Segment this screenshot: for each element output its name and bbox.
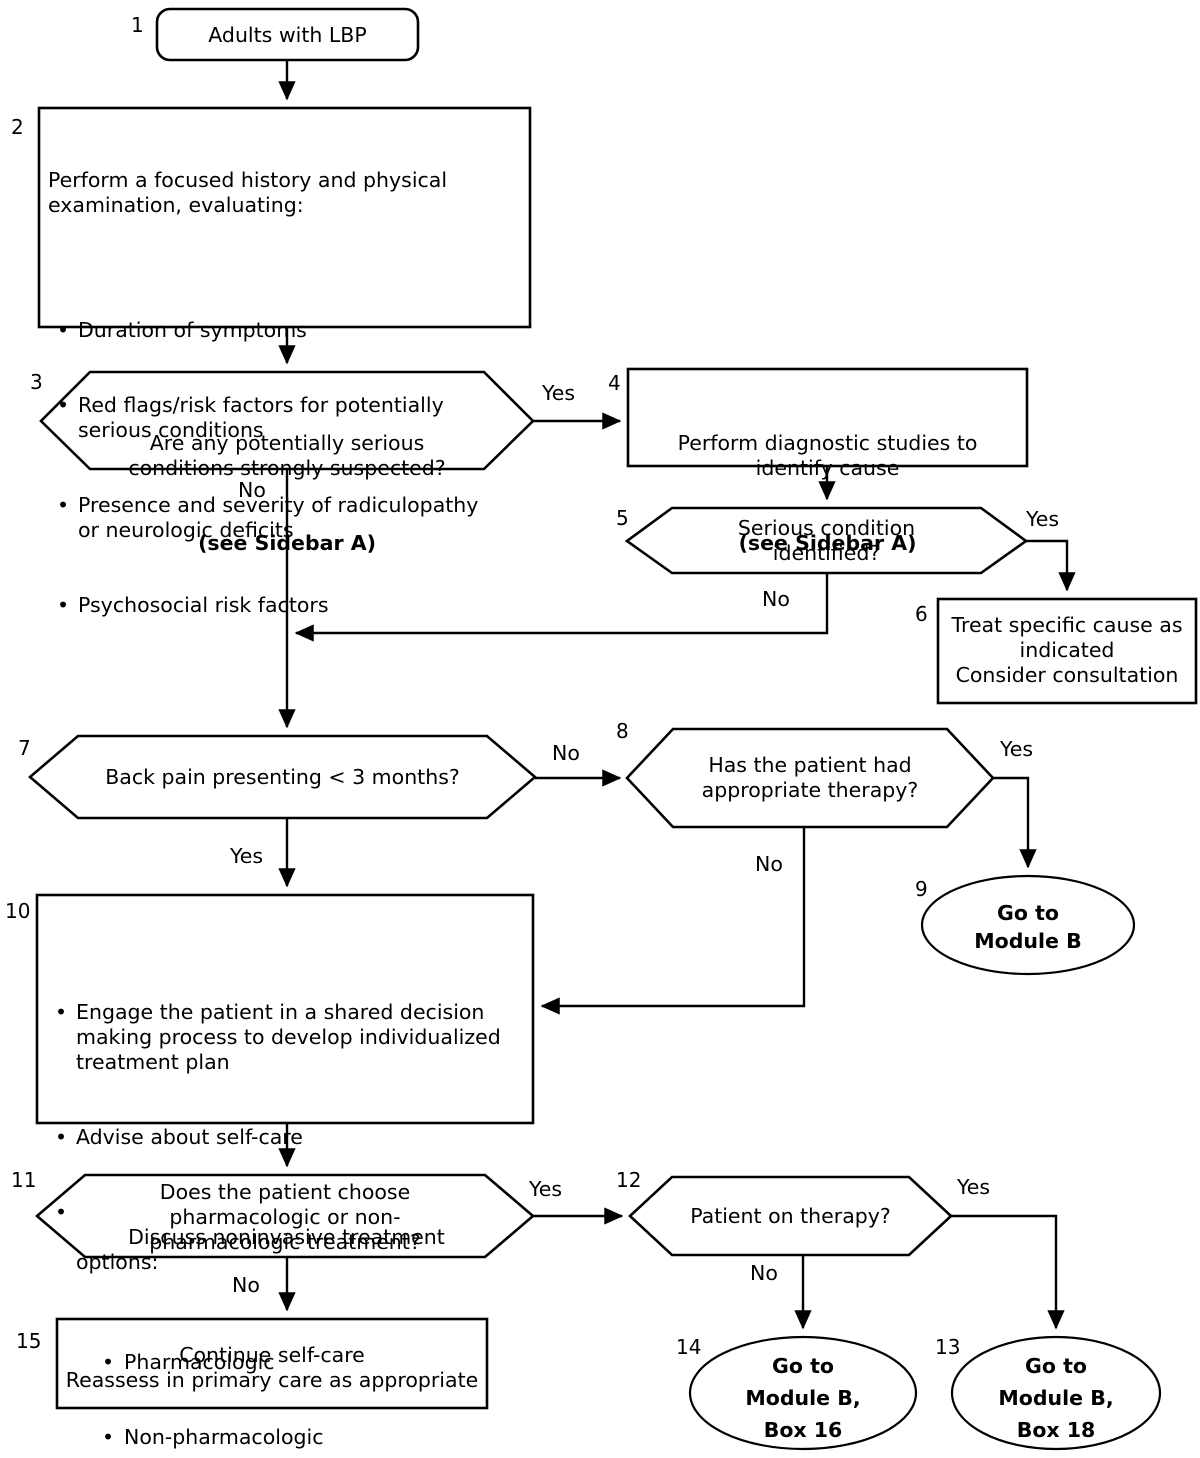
node-9-shape — [920, 874, 1136, 976]
node-number-6: 6 — [915, 602, 928, 626]
node-number-12: 12 — [616, 1168, 642, 1192]
node-5-shape — [624, 506, 1029, 575]
edge-label-no-12: No — [750, 1261, 778, 1285]
node-6-shape — [936, 597, 1198, 705]
node-11-shape — [34, 1173, 536, 1259]
node-number-2: 2 — [11, 115, 24, 139]
node-8-shape — [625, 727, 995, 829]
edge-12-to-13 — [951, 1214, 1065, 1330]
edge-5-to-7 — [294, 573, 829, 642]
edge-8-to-10 — [540, 827, 806, 1015]
edge-8-to-9 — [993, 776, 1037, 869]
edge-label-no-7: No — [552, 741, 580, 765]
node-number-15: 15 — [16, 1329, 42, 1353]
node-number-7: 7 — [18, 736, 31, 760]
node-number-13: 13 — [935, 1335, 961, 1359]
edge-label-yes-3: Yes — [542, 381, 576, 405]
edge-label-yes-7: Yes — [230, 844, 264, 868]
edge-label-yes-8: Yes — [1000, 737, 1034, 761]
node-14-shape — [688, 1335, 918, 1451]
node-7-shape — [27, 734, 538, 820]
node-10-shape — [35, 893, 535, 1125]
node-number-9: 9 — [915, 877, 928, 901]
node-number-3: 3 — [30, 370, 43, 394]
edge-label-no-5: No — [762, 587, 790, 611]
edge-label-yes-12: Yes — [957, 1175, 991, 1199]
node-1-shape — [155, 7, 420, 62]
node-12-shape — [628, 1175, 953, 1257]
edge-label-yes-5: Yes — [1026, 507, 1060, 531]
edge-label-no-3: No — [238, 478, 266, 502]
node-13-shape — [950, 1335, 1162, 1451]
node-2-shape — [37, 106, 532, 329]
node-number-4: 4 — [608, 371, 621, 395]
node-number-8: 8 — [616, 719, 629, 743]
edge-label-yes-11: Yes — [529, 1177, 563, 1201]
node-number-10: 10 — [5, 899, 31, 923]
node-number-1: 1 — [131, 13, 144, 37]
node-number-5: 5 — [616, 506, 629, 530]
node-number-14: 14 — [676, 1335, 702, 1359]
edge-label-no-11: No — [232, 1273, 260, 1297]
node-4-shape — [626, 367, 1029, 468]
edge-label-no-8: No — [755, 852, 783, 876]
node-number-11: 11 — [11, 1168, 37, 1192]
node-3-shape — [39, 370, 535, 471]
edge-5-to-6 — [1026, 539, 1076, 592]
node-15-shape — [55, 1317, 489, 1410]
